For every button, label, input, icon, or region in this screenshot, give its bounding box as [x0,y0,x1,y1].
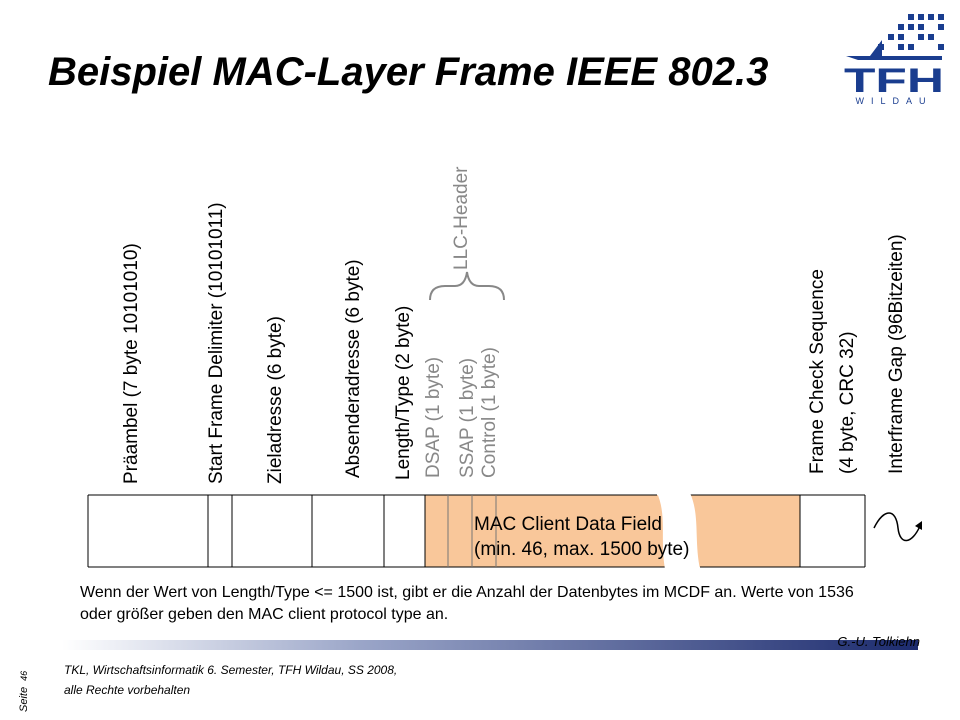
tfh-wildau-logo: TFH WILDAU [838,12,950,108]
length-type-note: Wenn der Wert von Length/Type <= 1500 is… [80,584,854,623]
footer-course-line1: TKL, Wirtschaftsinformatik 6. Semester, … [64,663,398,677]
data-field-line1: MAC Client Data Field [474,514,662,535]
footer-author: G.-U. Tolkiehn [837,634,920,649]
page-title: Beispiel MAC-Layer Frame IEEE 802.3 [48,50,769,94]
llc-brace [429,271,505,301]
page-indicator: Seite 46 [18,671,30,712]
interframe-wave-arrow [873,512,922,542]
mac-client-data-field: MAC Client Data Field (min. 46, max. 150… [474,512,689,562]
data-field-break [657,493,700,569]
tfh-logo-graphic: TFH [844,14,944,100]
footer-course-line2: alle Rechte vorbehalten [64,683,191,697]
page-label: Seite [18,686,30,712]
logo-subtitle: WILDAU [855,96,933,106]
logo-letters: TFH [844,62,944,96]
footer-course: TKL, Wirtschaftsinformatik 6. Semester, … [64,660,397,700]
page-number: 46 [19,670,29,681]
data-field-line2: (min. 46, max. 1500 byte) [474,539,690,560]
footer-bar [62,640,918,650]
data-field-fill [425,495,800,567]
